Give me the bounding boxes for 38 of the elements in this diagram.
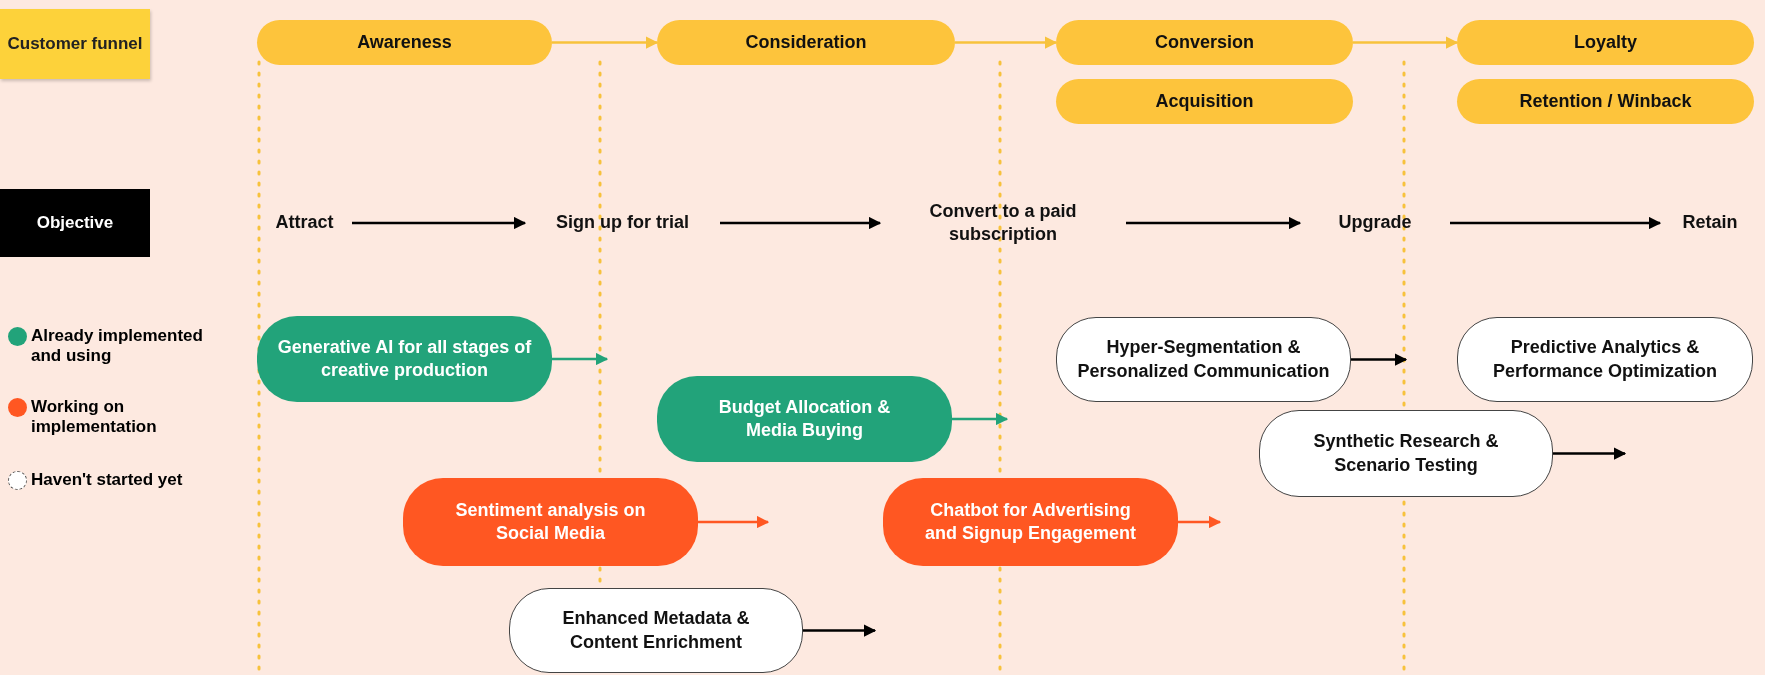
initiative-box: Synthetic Research & Scenario Testing — [1259, 410, 1553, 497]
objective-text: Attract — [257, 205, 352, 241]
initiative-box: Predictive Analytics & Performance Optimization — [1457, 317, 1753, 402]
arrow — [1178, 515, 1222, 529]
objective-text: Retain — [1660, 205, 1760, 241]
arrow — [352, 216, 527, 230]
arrow — [1353, 36, 1459, 49]
initiative-box: Chatbot for Advertising and Signup Engagement — [883, 478, 1178, 566]
funnel-stage-pill: Awareness — [257, 20, 552, 65]
objective-text: Convert to a paid subscription — [880, 195, 1126, 251]
initiative-box: Budget Allocation & Media Buying — [657, 376, 952, 462]
arrow — [1351, 353, 1408, 366]
objective-row-label: Objective — [0, 189, 150, 257]
funnel-stage-pill: Retention / Winback — [1457, 79, 1754, 124]
initiative-box: Sentiment analysis on Social Media — [403, 478, 698, 566]
arrow — [552, 36, 659, 49]
arrow — [720, 216, 882, 230]
initiative-box: Hyper-Segmentation & Personalized Communication — [1056, 317, 1351, 402]
funnel-stage-pill: Loyalty — [1457, 20, 1754, 65]
arrow — [552, 352, 609, 366]
arrow — [1126, 216, 1302, 230]
initiative-box: Enhanced Metadata & Content Enrichment — [509, 588, 803, 673]
arrow — [803, 624, 877, 637]
arrow — [1450, 216, 1662, 230]
legend-text: Haven't started yet — [31, 470, 184, 490]
arrow — [955, 36, 1058, 49]
funnel-row-label: Customer funnel — [0, 9, 150, 79]
legend-text: Already implemented and using — [31, 326, 204, 366]
objective-text: Upgrade — [1300, 205, 1450, 241]
funnel-stage-pill: Consideration — [657, 20, 955, 65]
arrow — [1553, 447, 1627, 460]
funnel-stage-pill: Acquisition — [1056, 79, 1353, 124]
legend-text: Working on implementation — [31, 397, 158, 437]
arrow — [952, 412, 1009, 426]
objective-text: Sign up for trial — [525, 205, 720, 241]
arrow — [698, 515, 770, 529]
initiative-box: Generative AI for all stages of creative production — [257, 316, 552, 402]
funnel-stage-pill: Conversion — [1056, 20, 1353, 65]
